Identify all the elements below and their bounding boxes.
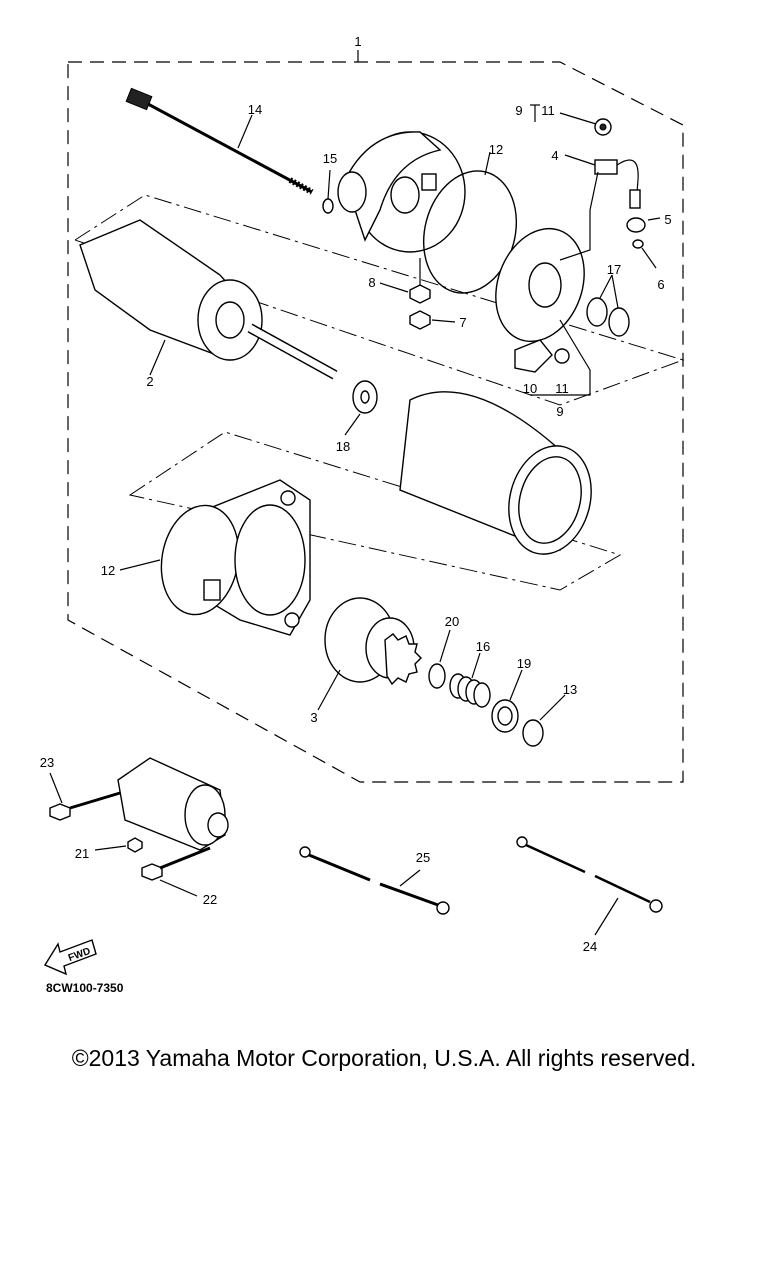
callout-13: 13 [563,682,577,697]
callout-10: 10 [523,381,537,396]
yoke [399,391,592,555]
callout-4: 4 [551,148,558,163]
callout-24: 24 [583,939,597,954]
callout-21: 21 [75,846,89,861]
callout-22: 22 [203,892,217,907]
callout-8: 8 [368,275,375,290]
callout-12-left: 12 [101,563,115,578]
callout-9: 9 [556,404,563,419]
front-cover [160,479,311,636]
rear-plane [73,194,685,406]
callout-19: 19 [517,656,531,671]
lower-plane [128,431,622,591]
callout-2: 2 [146,374,153,389]
callout-17: 17 [607,262,621,277]
spring [449,673,491,708]
callout-3: 3 [310,710,317,725]
armature [79,219,338,380]
ground-cable [516,836,663,913]
callout-23: 23 [40,755,54,770]
fwd-arrow-icon: FWD [43,939,97,976]
callout-20: 20 [445,614,459,629]
rear-cover [337,131,466,253]
callout-6: 6 [657,277,664,292]
parts-diagram: FWD 1 2 3 4 5 6 7 8 9 11 10 11 9 12 12 1… [40,34,685,995]
callout-25: 25 [416,850,430,865]
callout-11-top: 11 [541,103,555,118]
brush-plate [495,227,585,343]
callout-12-top: 12 [489,142,503,157]
copyright-notice: ©2013 Yamaha Motor Corporation, U.S.A. A… [71,1045,697,1071]
diagram-reference: 8CW100-7350 [46,981,124,995]
callout-15: 15 [323,151,337,166]
starter-clutch [324,597,422,686]
callout-16: 16 [476,639,490,654]
callout-14: 14 [248,102,262,117]
callout-7: 7 [459,315,466,330]
callout-18: 18 [336,439,350,454]
brush-lead [594,159,641,209]
through-bolt [125,87,314,195]
callout-9-top: 9 [515,103,522,118]
starter-cable [299,846,450,915]
callout-11: 11 [555,381,569,396]
callout-5: 5 [664,212,671,227]
callout-1: 1 [354,34,361,49]
starter-motor-assembled [117,757,229,851]
assembly-boundary [67,61,684,783]
